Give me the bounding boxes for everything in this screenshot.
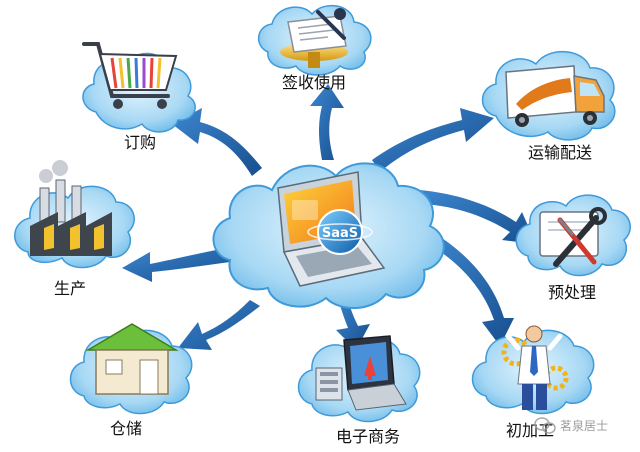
arrow-to-production — [122, 248, 230, 282]
arrow-to-preprocess — [420, 190, 536, 244]
arrows-group — [122, 84, 536, 350]
node-production: 生产 — [14, 160, 135, 298]
label-production: 生产 — [54, 279, 86, 298]
node-preprocess: 预处理 — [515, 194, 631, 302]
label-delivery: 运输配送 — [528, 143, 592, 162]
delivery-truck-icon — [505, 65, 605, 127]
node-delivery: 运输配送 — [481, 50, 616, 162]
label-processing: 初加工 — [506, 421, 554, 440]
label-storage: 仓储 — [110, 419, 142, 438]
node-processing: 初加工 — [471, 325, 595, 440]
center-node: SaaS — [212, 162, 445, 310]
node-ecommerce: 电子商务 — [297, 335, 421, 446]
label-preprocess: 预处理 — [548, 283, 596, 302]
watermark: 茗泉居士 — [534, 417, 608, 434]
factory-icon — [30, 160, 112, 256]
wechat-logo-icon — [534, 417, 556, 434]
wrench-screwdriver-icon — [539, 207, 607, 267]
saas-badge-text: SaaS — [322, 226, 358, 241]
arrow-to-storage — [178, 300, 260, 350]
node-storage: 仓储 — [69, 323, 193, 438]
arrow-to-ordering — [172, 108, 262, 176]
label-sign-use: 签收使用 — [282, 73, 346, 92]
label-ecommerce: 电子商务 — [336, 427, 400, 446]
node-sign-use: 签收使用 — [258, 4, 372, 92]
signing-document-icon — [280, 8, 348, 68]
arrow-to-sign-use — [310, 84, 344, 160]
worker-gears-icon — [501, 325, 569, 410]
warehouse-house-icon — [85, 323, 179, 395]
arrow-to-delivery — [372, 108, 494, 172]
saas-laptop-icon: SaaS — [277, 171, 386, 287]
ecommerce-laptop-icon — [315, 335, 407, 411]
node-ordering: 订购 — [82, 42, 196, 152]
shopping-cart-icon — [82, 42, 178, 109]
watermark-text: 茗泉居士 — [560, 419, 608, 433]
label-ordering: 订购 — [124, 133, 156, 152]
